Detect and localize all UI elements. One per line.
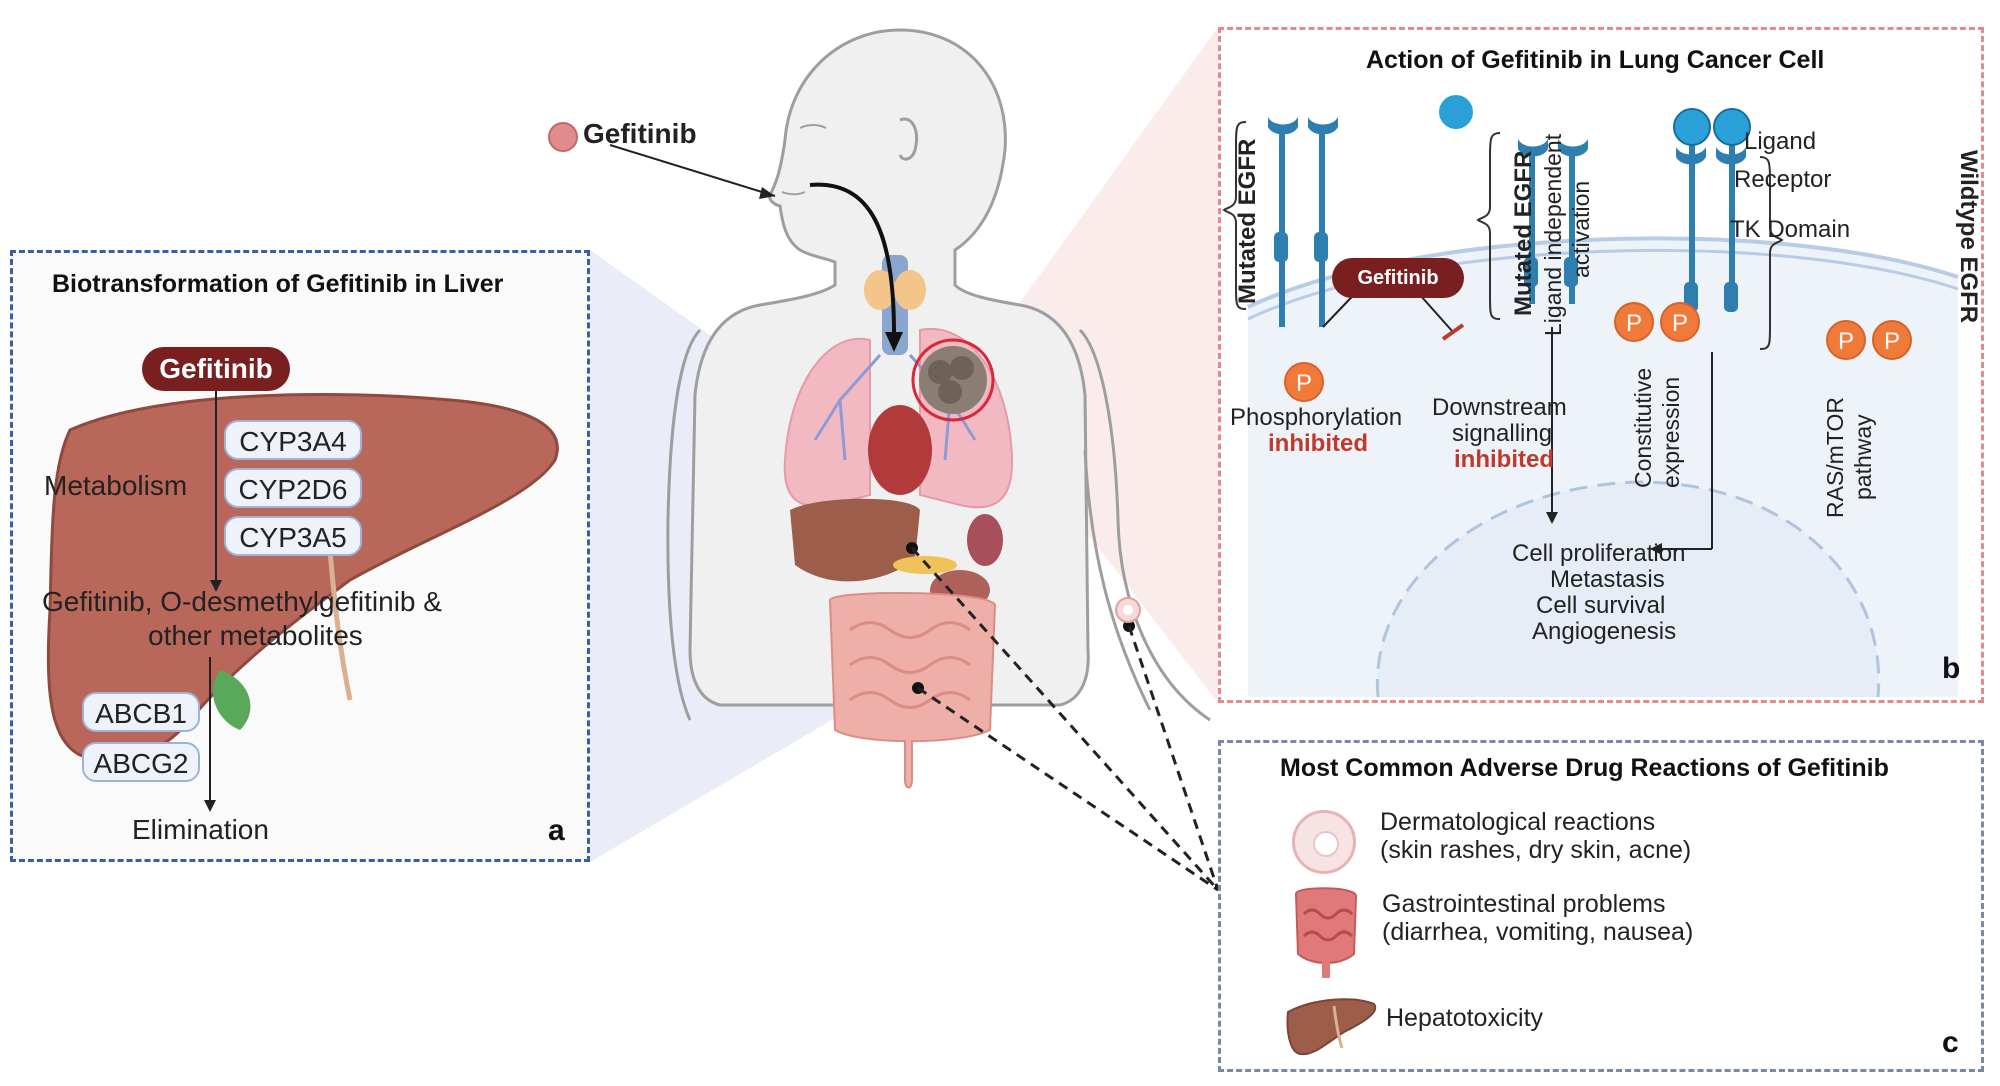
phosphorylation-label: Phosphorylation: [1230, 404, 1403, 431]
ligand-ball-2: [1713, 108, 1751, 146]
panel-a-arrows: [204, 391, 222, 812]
constitutive-label: Constitutive: [1630, 367, 1656, 488]
label-mutated-egfr-1: Mutated EGFR: [1234, 138, 1261, 304]
enzyme-cyp3a5: CYP3A5: [224, 516, 362, 556]
panel-b-letter: b: [1942, 652, 1961, 685]
gefitinib-pointer-line: [609, 144, 776, 197]
liver-illustration: [46, 392, 559, 763]
tk-domain-label: TK Domain: [1730, 216, 1851, 243]
adr-hepatotoxicity: Hepatotoxicity: [1386, 1004, 1544, 1032]
panel-c-letter: c: [1942, 1026, 1959, 1059]
outcome-angiogenesis: Angiogenesis: [1532, 618, 1677, 645]
label-mutated-egfr-2: Mutated EGFR: [1510, 150, 1537, 316]
transporter-abcb1: ABCB1: [82, 692, 200, 732]
phosphate-constitutive-2: P: [1660, 302, 1700, 342]
ras-mtor-label: RAS/mTOR: [1822, 397, 1848, 518]
panel-a-title: Biotransformation of Gefitinib in Liver: [52, 270, 504, 298]
panel-a-letter: a: [548, 814, 565, 847]
tumor-highlight-circle: [911, 338, 995, 422]
receptor-wildtype: [1439, 95, 1746, 312]
elimination-label: Elimination: [132, 814, 269, 845]
gefitinib-pill-icon: [548, 122, 578, 152]
outcome-cell-proliferation: Cell proliferation: [1512, 540, 1686, 567]
ingestion-arrow: [809, 182, 897, 341]
zoom-wedge-b: [1000, 27, 1218, 703]
center-drug-label: Gefitinib: [583, 118, 697, 149]
phosphate-wildtype-2: P: [1872, 320, 1912, 360]
metabolism-label: Metabolism: [44, 470, 188, 501]
phosphate-wildtype-1: P: [1826, 320, 1866, 360]
phosphorylation-inhibited: inhibited: [1268, 430, 1368, 457]
ligand-label: Ligand: [1744, 128, 1817, 155]
metabolites-line1: Gefitinib, O-desmethylgefitinib &: [42, 586, 442, 617]
adr-gastrointestinal-line1: Gastrointestinal problems: [1382, 890, 1666, 918]
panel-b-title: Action of Gefitinib in Lung Cancer Cell: [1366, 46, 1825, 74]
transporter-abcg2: ABCG2: [82, 742, 200, 782]
outcome-metastasis: Metastasis: [1550, 566, 1665, 593]
panel-b-gefitinib-pill: Gefitinib: [1332, 258, 1464, 298]
adr-dermatological-line1: Dermatological reactions: [1380, 808, 1656, 836]
downstream-inhibited: inhibited: [1454, 446, 1554, 473]
intestine-icon: [1294, 887, 1358, 978]
panel-a-gefitinib-pill: Gefitinib: [142, 347, 290, 391]
receptor-mutated-1: [1268, 117, 1338, 327]
adr-dermatological-line2: (skin rashes, dry skin, acne): [1380, 836, 1692, 864]
label-ligand-independent: Ligand independent: [1540, 133, 1566, 336]
downstream-label: Downstream: [1432, 394, 1567, 421]
skin-lesion-icon: [1292, 810, 1356, 874]
receptor-label: Receptor: [1734, 166, 1832, 193]
phosphate-constitutive-1: P: [1614, 302, 1654, 342]
label-wildtype-egfr: Wildtype EGFR: [1955, 150, 1982, 324]
enzyme-cyp3a4: CYP3A4: [224, 420, 362, 460]
expression-label: expression: [1658, 376, 1684, 488]
metabolites-line2: other metabolites: [148, 620, 363, 651]
outcome-cell-survival: Cell survival: [1536, 592, 1666, 619]
adr-gastrointestinal-line2: (diarrhea, vomiting, nausea): [1382, 918, 1694, 946]
phosphate-inhibited: P: [1284, 362, 1324, 402]
pathway-label: pathway: [1850, 414, 1876, 500]
liver-icon: [1286, 998, 1377, 1056]
receptor-mutated-2: [1518, 139, 1588, 304]
enzyme-cyp2d6: CYP2D6: [224, 468, 362, 508]
label-activation: activation: [1568, 180, 1594, 278]
panel-c-title: Most Common Adverse Drug Reactions of Ge…: [1280, 754, 1889, 782]
signalling-label: signalling: [1452, 420, 1553, 447]
ligand-ball-1: [1673, 108, 1711, 146]
cell-diagram: [1222, 95, 1959, 698]
